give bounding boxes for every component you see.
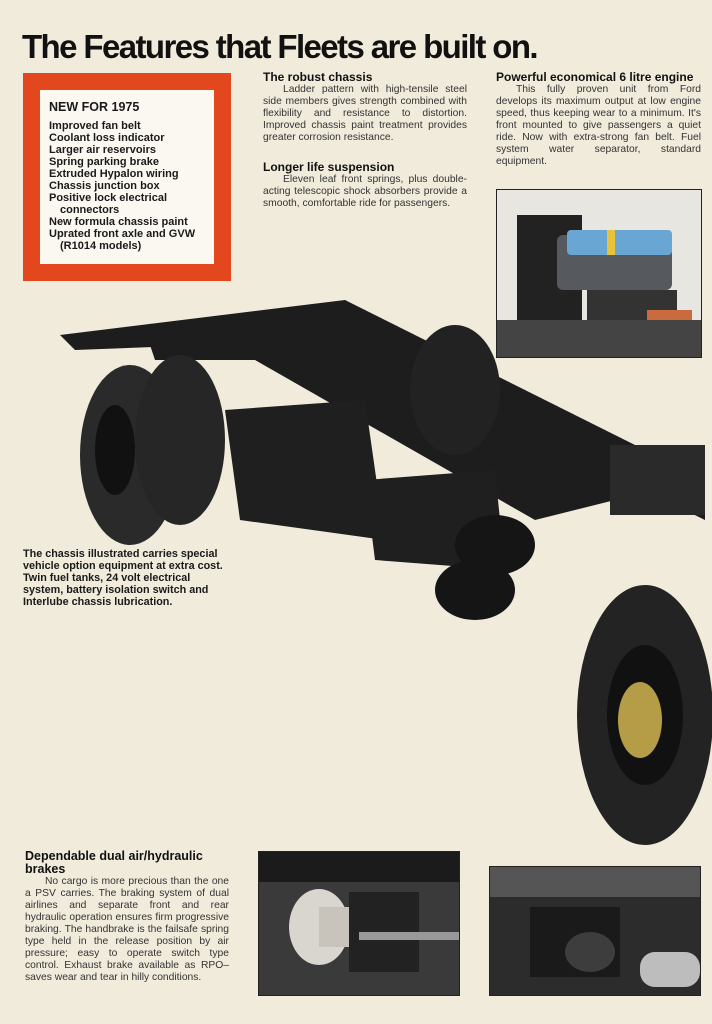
chassis-heading: The robust chassis [263,70,373,84]
engine-body: This fully proven unit from Ford develop… [496,84,701,167]
engine-heading: Powerful economical 6 litre engine [496,70,694,84]
suspension-heading: Longer life suspension [263,160,395,174]
feature-item: Coolant loss indicator [49,132,165,144]
feature-item: Spring parking brake [49,156,160,168]
feature-item: (R1014 models) [60,240,142,252]
feature-item: Positive lock electrical [49,192,168,204]
suspension-body: Eleven leaf front springs, plus double-a… [263,174,467,209]
fuel-tank [225,400,385,540]
brakes-body: No cargo is more precious than the one a… [25,876,229,983]
page-title: The Features that Fleets are built on. [22,28,539,65]
exhaust-brake-image [490,867,700,987]
brakes-heading: Dependable dual air/hydraulic brakes [25,849,203,876]
engine-section: Powerful economical 6 litre engine This … [496,71,701,168]
feature-item: New formula chassis paint [49,216,188,228]
new-for-1975-box: NEW FOR 1975 Improved fan belt Coolant l… [23,73,231,281]
brake-photo [258,851,460,996]
feature-item: Improved fan belt [49,120,141,132]
chassis-illustration [60,300,712,845]
battery-box [610,445,705,515]
feature-item: Larger air reservoirs [49,144,157,156]
feature-item: connectors [60,204,120,216]
illustration-caption: The chassis illustrated carries special … [23,548,223,608]
feature-item: Chassis junction box [49,180,160,192]
suspension-section: Longer life suspension Eleven leaf front… [263,161,467,210]
chassis-body: Ladder pattern with high-tensile steel s… [263,84,467,143]
exhaust-brake-photo [489,866,701,996]
engine-image [497,215,701,357]
brakes-section: Dependable dual air/hydraulic brakes No … [25,850,229,984]
feature-item: Extruded Hypalon wiring [49,168,179,180]
new-for-1975-panel: NEW FOR 1975 Improved fan belt Coolant l… [40,90,214,264]
chassis-section: The robust chassis Ladder pattern with h… [263,71,467,144]
new-for-heading: NEW FOR 1975 [49,100,140,114]
feature-item: Uprated front axle and GVW [49,228,196,240]
brake-chamber-image [259,852,459,972]
engine-photo [496,189,702,358]
